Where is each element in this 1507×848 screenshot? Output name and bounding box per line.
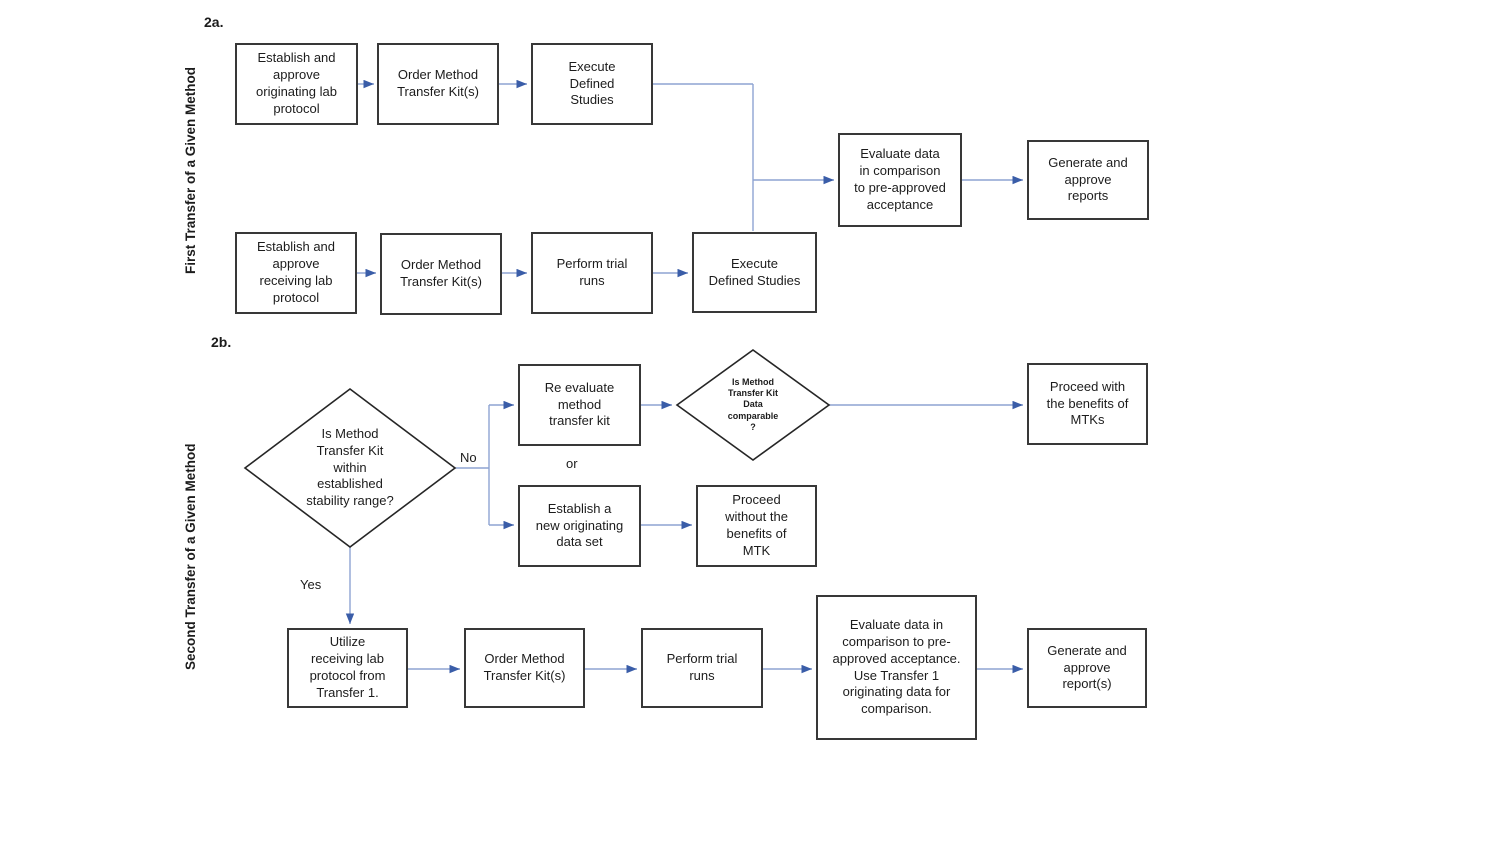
node-order-kits-b: Order Method Transfer Kit(s) bbox=[464, 628, 585, 708]
node-proceed-without-mtk: Proceed without the benefits of MTK bbox=[696, 485, 817, 567]
stability-decision-diamond bbox=[243, 387, 457, 549]
branch-label-yes: Yes bbox=[300, 577, 322, 592]
branch-label-or: or bbox=[566, 456, 578, 471]
node-perform-trial-runs-b: Perform trial runs bbox=[641, 628, 763, 708]
section-b-tag: 2b. bbox=[211, 334, 232, 350]
node-generate-reports-b: Generate and approve report(s) bbox=[1027, 628, 1147, 708]
section-a-side-label: First Transfer of a Given Method bbox=[183, 66, 198, 274]
section-b-side-label: Second Transfer of a Given Method bbox=[183, 443, 198, 671]
section-a-tag: 2a. bbox=[204, 14, 224, 30]
stability-decision-label: Is Method Transfer Kit within establishe… bbox=[306, 425, 394, 509]
node-utilize-receiving: Utilize receiving lab protocol from Tran… bbox=[287, 628, 408, 708]
node-perform-trial-runs-a: Perform trial runs bbox=[531, 232, 653, 314]
node-generate-reports-a: Generate and approve reports bbox=[1027, 140, 1149, 220]
node-evaluate-data-b: Evaluate data in comparison to pre-appro… bbox=[816, 595, 977, 740]
node-evaluate-data-a: Evaluate data in comparison to pre-appro… bbox=[838, 133, 962, 227]
node-order-kits-bottom: Order Method Transfer Kit(s) bbox=[380, 233, 502, 315]
node-establish-receiving: Establish and approve receiving lab prot… bbox=[235, 232, 357, 314]
node-reevaluate-kit: Re evaluate method transfer kit bbox=[518, 364, 641, 446]
node-establish-new-data: Establish a new originating data set bbox=[518, 485, 641, 567]
branch-label-no: No bbox=[460, 450, 477, 465]
node-execute-studies-top: Execute Defined Studies bbox=[531, 43, 653, 125]
comparable-decision-diamond bbox=[675, 349, 831, 461]
node-execute-studies-bottom: Execute Defined Studies bbox=[692, 232, 817, 313]
comparable-decision-label: Is Method Transfer Kit Data comparable ? bbox=[727, 376, 779, 432]
node-proceed-with-mtk: Proceed with the benefits of MTKs bbox=[1027, 363, 1148, 445]
node-order-kits-top: Order Method Transfer Kit(s) bbox=[377, 43, 499, 125]
node-establish-originating: Establish and approve originating lab pr… bbox=[235, 43, 358, 125]
